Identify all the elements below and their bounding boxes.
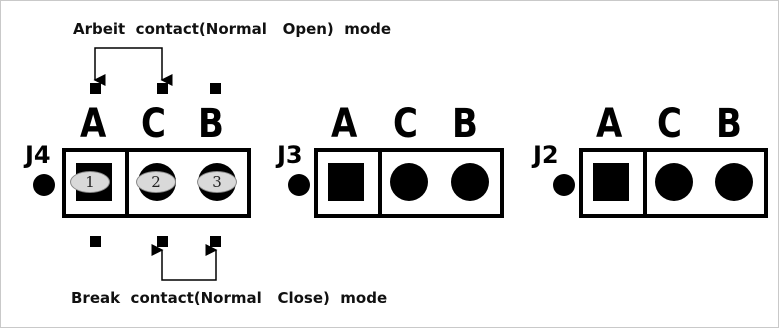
j4-pin-number-2: 2 (136, 171, 176, 193)
marker-top-b (210, 83, 221, 94)
arbeit-mode-caption: Arbeit contact(Normal Open) mode (73, 20, 392, 38)
j3-ground-dot (288, 174, 310, 196)
j2-pad-round-c (655, 163, 693, 201)
j4-divider (125, 148, 129, 218)
j4-pin-a-label: A (80, 100, 107, 148)
j2-ground-dot (553, 174, 575, 196)
marker-bottom-b (210, 236, 221, 247)
j3-pad-square (328, 163, 364, 201)
j3-pin-b-label: B (452, 100, 478, 148)
j4-pin-c-label: C (141, 100, 166, 148)
j3-pad-round-c (390, 163, 428, 201)
connector-label-j3: J3 (277, 141, 303, 169)
connector-label-j2: J2 (533, 141, 559, 169)
j2-divider (643, 148, 647, 218)
break-arrow (151, 244, 218, 281)
j4-pin-b-label: B (198, 100, 224, 148)
j3-divider (378, 148, 382, 218)
j3-pin-a-label: A (331, 100, 358, 148)
j2-pin-b-label: B (716, 100, 742, 148)
j2-pin-a-label: A (596, 100, 623, 148)
j3-pad-round-b (451, 163, 489, 201)
j2-pad-round-b (715, 163, 753, 201)
j3-pin-c-label: C (393, 100, 418, 148)
j2-pin-c-label: C (657, 100, 682, 148)
marker-bottom-a (90, 236, 101, 247)
j4-ground-dot (33, 174, 55, 196)
break-mode-caption: Break contact(Normal Close) mode (71, 289, 388, 307)
arbeit-arrow (93, 47, 173, 86)
j2-pad-square (593, 163, 629, 201)
connector-label-j4: J4 (25, 141, 51, 169)
marker-top-a (90, 83, 101, 94)
j4-pin-number-3: 3 (197, 171, 237, 193)
marker-top-c (157, 83, 168, 94)
marker-bottom-c (157, 236, 168, 247)
j4-pin-number-1: 1 (70, 171, 110, 193)
